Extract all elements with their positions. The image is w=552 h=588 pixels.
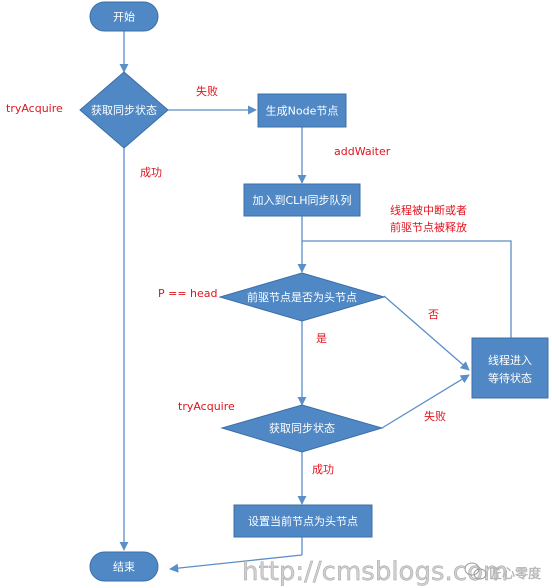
set-head-label: 设置当前节点为头节点 [248, 514, 358, 528]
try-acquire-1-label: tryAcquire [6, 102, 63, 115]
annotations: tryAcquire 失败 成功 addWaiter 线程被中断或者 前驱节点被… [6, 84, 467, 476]
create-node-box: 生成Node节点 [257, 93, 347, 128]
create-node-label: 生成Node节点 [266, 104, 339, 118]
interrupt-note-line1: 线程被中断或者 [390, 203, 467, 217]
watermark-account: 匠心零度 [489, 566, 541, 582]
acquire2-label: 获取同步状态 [269, 421, 335, 435]
watermark-url: http://cmsblogs.com [242, 557, 508, 587]
edge-check-no [383, 295, 470, 371]
connectors [119, 31, 512, 573]
edge-sethead-end-2 [169, 554, 303, 573]
acquire-decision-1: 获取同步状态 [79, 71, 169, 149]
yes-label: 是 [316, 332, 327, 345]
end-label: 结束 [113, 561, 135, 574]
acquire-decision-2: 获取同步状态 [220, 404, 384, 453]
add-waiter-label: addWaiter [334, 145, 391, 158]
end-node: 结束 [89, 551, 159, 582]
wait-box: 线程进入 等待状态 [471, 337, 549, 399]
fail-2-label: 失败 [424, 409, 446, 423]
set-head-box: 设置当前节点为头节点 [233, 504, 373, 538]
success-1-label: 成功 [140, 166, 162, 179]
no-label: 否 [428, 308, 439, 321]
fail-1-label: 失败 [196, 84, 218, 98]
wait-label-line2: 等待状态 [488, 371, 532, 385]
pred-head-decision: 前驱节点是否为头节点 [218, 272, 386, 322]
try-acquire-2-label: tryAcquire [178, 400, 235, 413]
watermark: http://cmsblogs.com 匠心零度 [242, 557, 541, 587]
edge-acquire2-fail [381, 374, 470, 429]
enqueue-box: 加入到CLH同步队列 [243, 183, 361, 217]
pred-head-label: 前驱节点是否为头节点 [247, 290, 357, 304]
acquire1-label: 获取同步状态 [91, 103, 157, 117]
success-2-label: 成功 [312, 463, 334, 476]
p-head-label: P == head [158, 287, 218, 300]
wait-label-line1: 线程进入 [488, 353, 532, 367]
edge-wait-loop [302, 240, 512, 338]
start-label: 开始 [113, 10, 135, 24]
start-node: 开始 [89, 1, 159, 32]
enqueue-label: 加入到CLH同步队列 [252, 193, 351, 207]
wechat-icon [464, 562, 487, 580]
interrupt-note-line2: 前驱节点被释放 [390, 220, 467, 234]
